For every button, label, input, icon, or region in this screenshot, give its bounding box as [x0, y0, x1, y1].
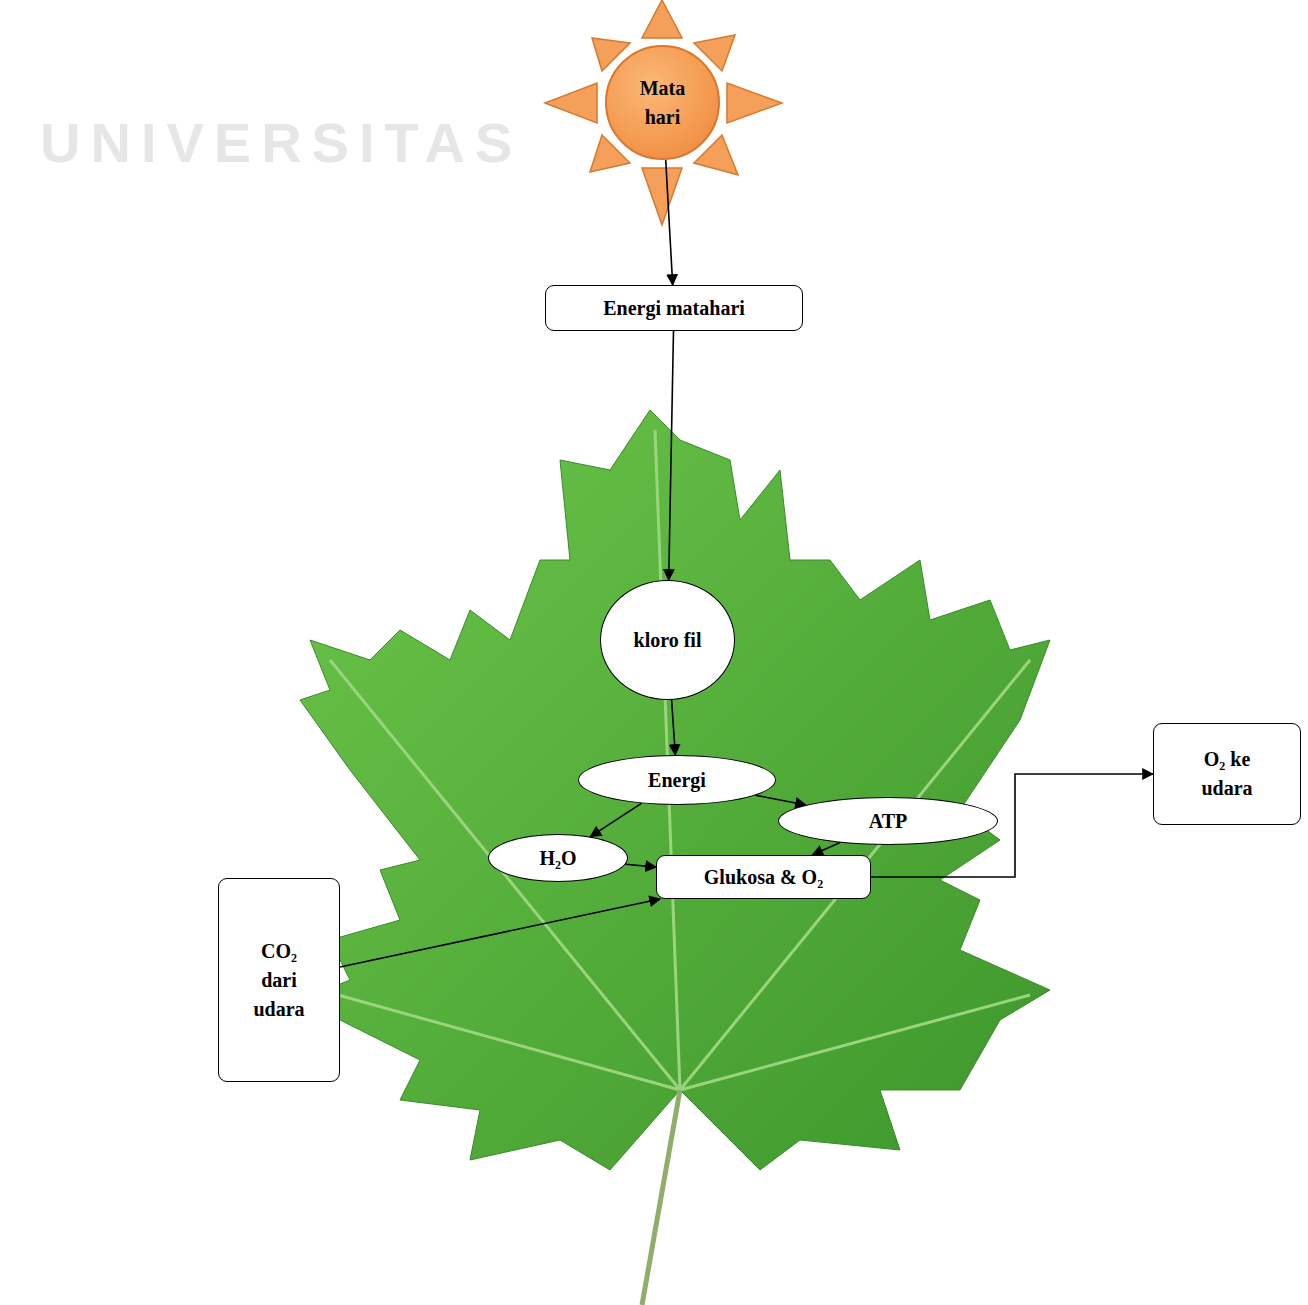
arrow-connector [669, 331, 674, 580]
arrow-connector [756, 795, 806, 805]
output-box: O₂ ke udara [1153, 723, 1301, 825]
arrow-connector [340, 899, 660, 967]
sun-rays [545, 0, 782, 225]
arrow-connector [812, 843, 840, 855]
input-box: CO₂ dari udara [218, 878, 340, 1082]
arrow-connector [666, 160, 673, 285]
node-text: Energi matahari [603, 294, 745, 323]
energy-ellipse: Energi [578, 755, 776, 805]
node-text: ATP [869, 807, 908, 836]
leaf-veins [320, 430, 1030, 1090]
arrow-connector [672, 700, 676, 755]
node-text: Mata hari [628, 74, 698, 132]
product-box: Glukosa & O₂ [656, 855, 871, 899]
node-text: Energi [648, 766, 706, 795]
atp-ellipse: ATP [778, 797, 998, 845]
node-text: H₂O [539, 844, 576, 873]
water-ellipse: H₂O [488, 834, 628, 882]
node-text: Glukosa & O₂ [704, 863, 823, 892]
node-text: O₂ ke udara [1186, 745, 1268, 803]
arrow-connector [590, 803, 641, 836]
watermark: UNIVERSITAS [40, 110, 522, 175]
node-text: CO₂ dari udara [248, 937, 310, 1024]
process-box: Energi matahari [545, 285, 803, 331]
maple-leaf [300, 410, 1050, 1170]
leaf-stem [642, 1090, 680, 1305]
chlorophyll-circle: kloro fil [600, 580, 735, 700]
sun-circle: Mata hari [605, 45, 720, 160]
arrow-connector [626, 864, 656, 867]
node-text: kloro fil [633, 626, 703, 655]
